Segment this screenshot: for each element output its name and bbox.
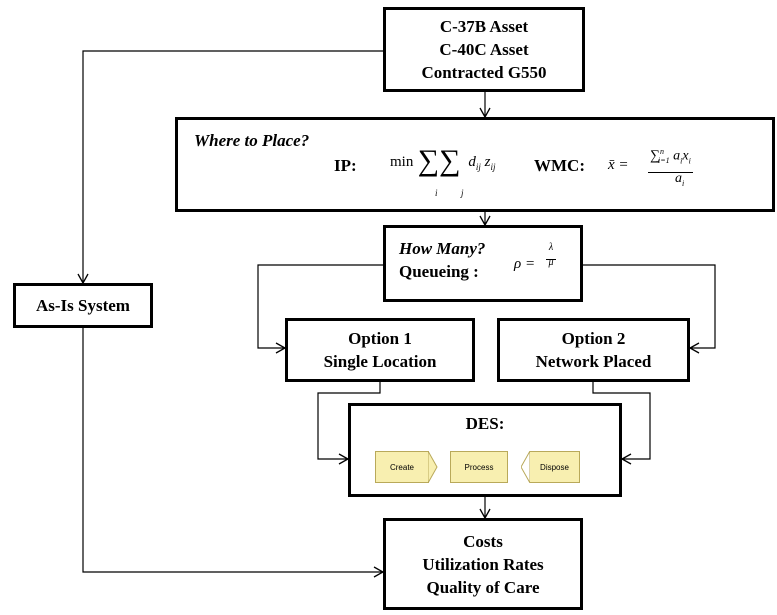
des-create-arrow-tip [428, 451, 438, 483]
option1-title: Option 1 [348, 329, 412, 348]
ip-label: IP: [334, 156, 357, 175]
des-process-block: Process [450, 451, 508, 483]
queueing-lambda: λ [546, 236, 556, 260]
as-is-system-box: As-Is System [13, 283, 153, 328]
outputs-costs: Costs [463, 531, 503, 551]
outputs-quality: Quality of Care [426, 577, 540, 597]
des-create-label: Create [389, 462, 414, 472]
arrow-howmany-to-option1 [257, 264, 383, 354]
as-is-label: As-Is System [36, 296, 130, 315]
wmc-label: WMC: [534, 156, 585, 175]
how-many-box: How Many? Queueing : ρ = λ μ [383, 225, 583, 302]
asset-line-3: Contracted G550 [421, 63, 547, 82]
option2-box: Option 2 Network Placed [497, 318, 690, 382]
arrow-asis-to-outputs [82, 328, 385, 578]
ip-sum-index-j: j [461, 188, 464, 198]
option2-title: Option 2 [561, 329, 626, 348]
des-title: DES: [465, 414, 505, 433]
des-dispose-label: Dispose [540, 462, 569, 472]
asset-line-2: C-40C Asset [439, 40, 529, 59]
wmc-denominator: ai [675, 171, 685, 188]
option2-subtitle: Network Placed [535, 352, 652, 371]
ip-sum-index-i: i [435, 188, 438, 198]
arrow-howmany-to-option2 [583, 264, 716, 354]
des-dispose-block: Dispose [530, 451, 580, 483]
queueing-label: Queueing : [399, 262, 479, 281]
outputs-box: Costs Utilization Rates Quality of Care [383, 518, 583, 610]
option1-box: Option 1 Single Location [285, 318, 475, 382]
where-to-place-box: Where to Place? IP: min ∑∑ dij zij i j W… [175, 117, 775, 212]
des-create-block: Create [375, 451, 429, 483]
arrow-option2-to-des [592, 382, 651, 465]
ip-formula: min ∑∑ dij zij [390, 144, 496, 177]
wmc-formula: x̄ = [608, 157, 629, 173]
asset-line-1: C-37B Asset [439, 17, 529, 36]
wmc-numerator: ∑ni=1 aixi [648, 140, 693, 174]
arrow-assets-to-asis [77, 50, 383, 285]
queueing-mu: μ [548, 257, 554, 268]
outputs-utilization: Utilization Rates [422, 554, 544, 574]
assets-box: C-37B Asset C-40C Asset Contracted G550 [383, 7, 585, 92]
arrow-option1-to-des [317, 382, 381, 465]
where-to-place-question: Where to Place? [194, 131, 310, 150]
des-process-label: Process [464, 462, 494, 472]
queueing-formula: ρ = [514, 256, 536, 272]
option1-subtitle: Single Location [323, 352, 437, 371]
how-many-question: How Many? [399, 239, 486, 258]
